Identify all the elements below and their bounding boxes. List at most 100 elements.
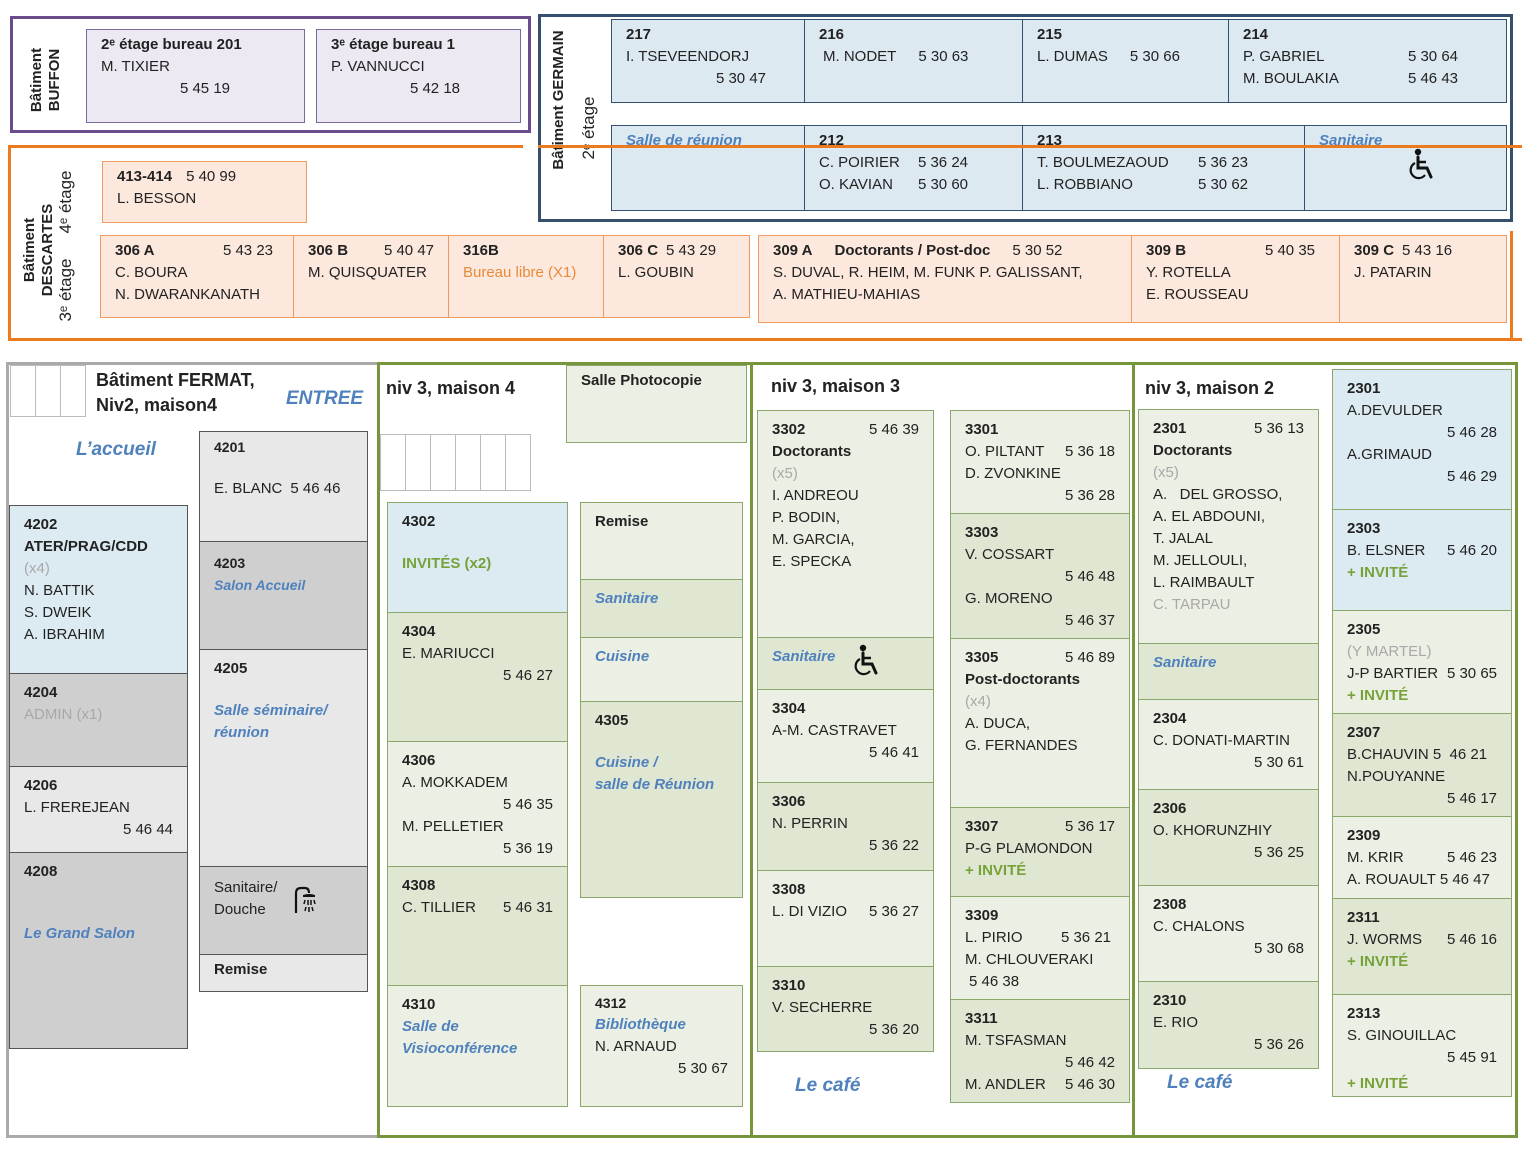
occupant: M. NODET (823, 48, 897, 65)
room-number: 309 A (773, 242, 813, 259)
occupant: E. ROUSSEAU (1146, 286, 1249, 303)
room-number: 2305 (1347, 621, 1381, 638)
phone: 5 46 28 (1446, 424, 1497, 441)
phone: 5 36 24 (917, 154, 968, 171)
occupant: A.GRIMAUD (1347, 446, 1433, 463)
phone: 5 36 18 (1064, 443, 1115, 460)
occupant: P-G PLAMONDON (965, 840, 1093, 857)
room-label: Sanitaire (772, 648, 836, 665)
phone: 5 40 47 (383, 242, 434, 259)
occupant: I. TSEVEENDORJ (626, 48, 750, 65)
guest-label: + INVITÉ (965, 862, 1027, 879)
room-number: 4306 (402, 752, 436, 769)
phone: 5 46 89 (1064, 649, 1115, 666)
room-cuisine-m4: Cuisine (580, 637, 743, 702)
cafe-label-m2: Le café (1167, 1072, 1233, 1093)
occupant: M. GARCIA, (772, 531, 855, 548)
occupant: A. DUCA, (965, 715, 1031, 732)
occupant: B. ELSNER (1347, 542, 1426, 559)
occupant: A.DEVULDER (1347, 402, 1443, 419)
room-4204: 4204 ADMIN (x1) (9, 673, 188, 767)
room-number: 413-414 (117, 168, 173, 185)
occupant: M. KRIR (1347, 849, 1404, 866)
occupant: D. ZVONKINE (965, 465, 1061, 482)
stairs-cell (405, 434, 431, 491)
room-salle-photocopie: Salle Photocopie (566, 365, 747, 443)
phone: 5 46 31 (502, 899, 553, 916)
stairs-cell (430, 434, 456, 491)
room-number: 3308 (772, 881, 806, 898)
fermat-title: Bâtiment FERMAT,Niv2, maison4 (96, 370, 255, 415)
phone: 5 30 61 (1253, 754, 1304, 771)
room-2308: 2308 C. CHALONS 5 30 68 (1138, 885, 1319, 982)
stairs-cell (455, 434, 481, 491)
stairs-cell (380, 434, 406, 491)
phone: 5 36 27 (868, 903, 919, 920)
room-buffon-201: 2ᵉ étage bureau 201 M. TIXIER 5 45 19 (86, 29, 305, 123)
occupant: N. DWARANKANATH (115, 286, 261, 303)
room-number: 3301 (965, 421, 999, 438)
room-sanitaire-m2: Sanitaire (1138, 643, 1319, 700)
room-label: Visioconférence (402, 1040, 518, 1057)
capacity: (x4) (24, 560, 50, 577)
descartes-floor3: 3ᵉ étage (56, 258, 75, 322)
accueil-label: L’accueil (76, 439, 156, 460)
room-3303: 3303 V. COSSART 5 46 48 G. MORENO 5 46 3… (950, 513, 1130, 639)
room-label: Salle de (402, 1018, 459, 1035)
occupant: N. ARNAUD (595, 1038, 677, 1055)
room-number: 2303 (1347, 520, 1381, 537)
room-label: Cuisine / (595, 754, 658, 771)
room-label: Douche (214, 901, 266, 918)
wheelchair-icon (854, 644, 878, 676)
room-remise-fermat: Remise (199, 954, 368, 992)
phone: 5 46 38 (969, 973, 1020, 990)
occupant: M. TSFASMAN (965, 1032, 1067, 1049)
cafe-label-m3: Le café (795, 1075, 861, 1096)
occupant: C. CHALONS (1153, 918, 1245, 935)
occupant: L. BESSON (117, 190, 197, 207)
room-4202: 4202 ATER/PRAG/CDD (x4) N. BATTIK S. DWE… (9, 505, 188, 674)
room-number: 3306 (772, 793, 806, 810)
occupant: C. BOURA (115, 264, 188, 281)
phone: 5 36 28 (1064, 487, 1115, 504)
phone: 5 30 47 (715, 70, 766, 87)
capacity: (x5) (1153, 464, 1179, 481)
room-salle-reunion: Salle de réunion (611, 125, 805, 211)
phone: 5 30 67 (677, 1060, 728, 1077)
room-number: 316B (463, 242, 499, 259)
occupant: N.POUYANNE (1347, 768, 1446, 785)
room-label: ADMIN (x1) (24, 706, 103, 723)
phone: 5 45 19 (179, 80, 230, 97)
stairs-cell (60, 365, 86, 417)
room-number: 306 C (618, 242, 659, 259)
occupant: S. GINOUILLAC (1347, 1027, 1457, 1044)
phone: 5 36 19 (502, 840, 553, 857)
phone: 5 46 44 (122, 821, 173, 838)
phone: 5 36 26 (1253, 1036, 1304, 1053)
occupant: M. QUISQUATER (308, 264, 427, 281)
room-4208: 4208 Le Grand Salon (9, 852, 188, 1049)
room-number: 3309 (965, 907, 999, 924)
maison2-title: niv 3, maison 2 (1145, 378, 1275, 398)
occupant: J-P BARTIER (1347, 665, 1439, 682)
room-4310: 4310 Salle de Visioconférence (387, 985, 568, 1107)
phone: 5 30 68 (1253, 940, 1304, 957)
descartes-floor4: 4ᵉ étage (56, 170, 75, 234)
stairs-cell (480, 434, 506, 491)
occupant: C. TILLIER (402, 899, 476, 916)
room-2310: 2310 E. RIO 5 36 26 (1138, 981, 1319, 1069)
room-number: 2308 (1153, 896, 1187, 913)
occupant: N. BATTIK (24, 582, 95, 599)
descartes-label: Bâtiment DESCARTES (21, 203, 56, 297)
room-label: Le Grand Salon (24, 925, 135, 942)
occupant: P. GABRIEL (1243, 48, 1325, 65)
room-number: 2309 (1347, 827, 1381, 844)
guest-label: + INVITÉ (1347, 953, 1409, 970)
